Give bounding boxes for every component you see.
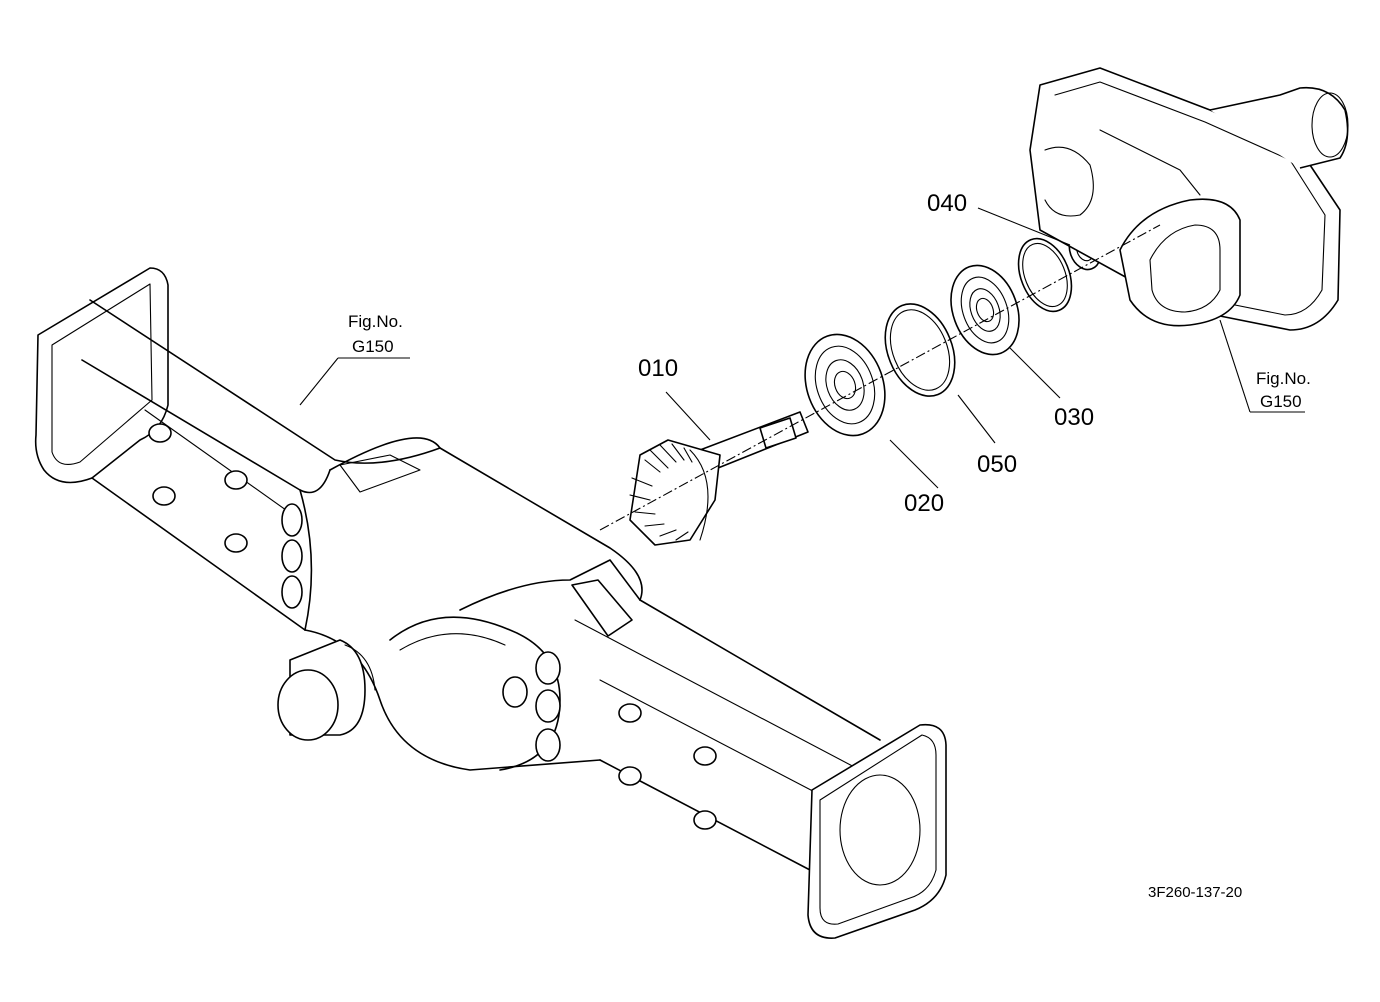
fig-ref-left-line1: Fig.No.	[348, 312, 403, 331]
callout-050: 050	[977, 451, 1017, 478]
input-shaft-boss	[277, 639, 376, 741]
callout-020: 020	[904, 490, 944, 517]
left-end-flange	[34, 267, 169, 484]
gear-case	[1029, 67, 1349, 331]
fig-ref-right-line2: G150	[1260, 392, 1302, 411]
side-bosses	[281, 503, 303, 609]
part-050-snap-ring	[884, 303, 956, 397]
bolt-bosses-left-arm	[148, 423, 248, 553]
callout-030: 030	[1054, 404, 1094, 431]
part-010-pinion-shaft	[629, 411, 809, 546]
part-ring	[1017, 237, 1073, 313]
drawing-code: 3F260-137-20	[1148, 884, 1242, 901]
part-030-bearing	[950, 264, 1020, 356]
part-020-bearing	[804, 333, 886, 437]
bolt-bosses-right-arm	[618, 703, 717, 830]
leader-lines	[299, 207, 1305, 489]
fig-ref-left-line2: G150	[352, 337, 394, 356]
callout-040: 040	[927, 190, 967, 217]
right-end-flange	[807, 723, 947, 939]
bolt-bosses-center	[502, 651, 561, 762]
axle-housing	[34, 267, 947, 939]
fig-ref-right-line1: Fig.No.	[1256, 369, 1311, 388]
assembly-axis	[599, 224, 1161, 531]
callout-010: 010	[638, 355, 678, 382]
